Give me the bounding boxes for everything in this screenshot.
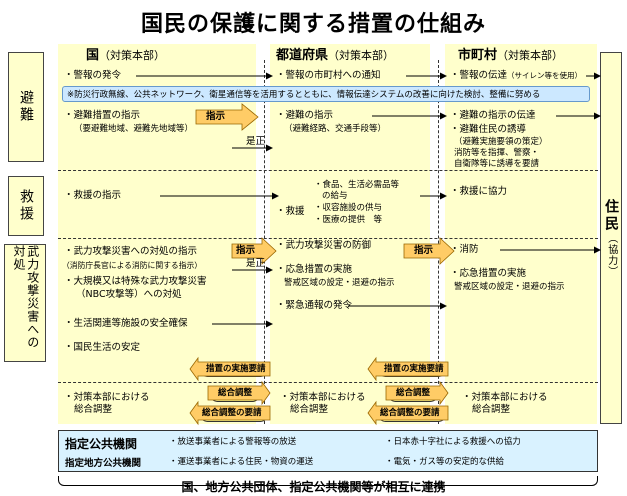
instruct-arrow-evac: [195, 103, 259, 131]
mun-evac-relay: ・避難の指示の伝達: [450, 110, 536, 121]
footer-text: 国、地方公共団体、指定公共機関等が相互に連携: [181, 480, 446, 494]
designated-subtitle: 指定地方公共機関: [65, 458, 142, 469]
request-arrow-2: [367, 356, 449, 382]
divider-evac-rescue: [58, 170, 598, 171]
instruct-label-armed-1: 指示: [236, 245, 256, 256]
side-label-evacuation: 避難: [8, 52, 44, 162]
designated-title: 指定公共機関: [65, 437, 138, 451]
instruct-label-armed-2: 指示: [414, 245, 434, 256]
national-header: 国（対策本部）: [86, 48, 166, 63]
coord-arrow-2: [385, 380, 449, 406]
footer-bracket: [58, 476, 598, 486]
pref-rescue-item-1: ・食品、生活必需品等: [314, 180, 400, 190]
designated-item-1: ・放送事業者による警報等の放送: [169, 437, 297, 447]
request-coord-label-1: 総合調整の要請: [202, 408, 262, 418]
side-label-armed-attack: 武力攻撃災害への対処: [4, 244, 46, 362]
request-measures-label-2: 措置の実施要請: [384, 364, 444, 374]
mun-emergency-measures-sub: 警戒区域の設定・退避の指示: [454, 282, 565, 292]
pref-emergency-measures-sub: 警戒区域の設定・退避の指示: [284, 278, 395, 288]
instruct-label-evac: 指示: [206, 111, 226, 122]
mun-rescue-cooperate: ・救援に協力: [450, 186, 508, 197]
pref-warning-notify: ・警報の市町村への通知: [276, 70, 381, 81]
municipal-header: 市町村（対策本部）: [458, 48, 564, 63]
nat-rescue-instruction: ・救援の指示: [64, 190, 122, 201]
pref-emergency-measures: ・応急措置の実施: [276, 264, 353, 275]
coord-arrow-1: [207, 380, 271, 406]
prefecture-column: [270, 44, 430, 424]
pref-rescue-item-2: の給与: [322, 191, 348, 201]
nat-warning-issue: ・警報の発令: [64, 70, 122, 81]
nat-large-scale: ・大規模又は特殊な武力攻撃災害: [64, 276, 207, 287]
mun-evac-guide-sub2: 消防等を指揮、警察・: [454, 148, 540, 158]
pref-rescue-item-3: ・収容施設の供与: [314, 203, 383, 213]
pref-evac-instruction-sub: （避難経路、交通手段等）: [284, 124, 387, 134]
designated-item-2: ・日本赤十字社による救援への協力: [385, 437, 521, 447]
pref-emergency-notice: ・緊急通報の発令: [276, 300, 353, 311]
pref-rescue-item-4: ・医療の提供 等: [314, 215, 383, 225]
national-column: [58, 44, 256, 424]
pref-evac-instruction: ・避難の指示: [276, 110, 334, 121]
nat-facility-safety: ・生活関連等施設の安全確保: [64, 318, 188, 329]
mun-evac-guide: ・避難住民の誘導: [450, 124, 527, 135]
pref-rescue: ・救援: [276, 206, 305, 217]
pref-armed-defense: ・武力攻撃災害の防御: [276, 240, 372, 251]
nat-coord: ・対策本部における総合調整: [64, 392, 150, 415]
designated-item-3: ・運送事業者による住民・物資の運送: [169, 457, 314, 467]
divider-prefecture-municipal: [438, 60, 439, 424]
coord-label-2: 総合調整: [396, 388, 431, 398]
prefecture-header: 都道府県（対策本部）: [276, 48, 395, 63]
request-coord-label-2: 総合調整の要請: [380, 408, 440, 418]
nat-evac-measures: ・避難措置の指示: [64, 110, 141, 121]
correct-label-armed: 是正: [246, 258, 266, 269]
nat-life-stability: ・国民生活の安定: [64, 342, 141, 353]
designated-institutions-box: 指定公共機関 指定地方公共機関 ・放送事業者による警報等の放送 ・日本赤十字社に…: [58, 430, 598, 472]
instruct-arrow-armed-2: [403, 237, 455, 265]
side-label-residents: 住民 （協力）: [600, 52, 622, 424]
side-label-rescue: 救援: [8, 176, 44, 236]
note-info-system: ※防災行政無線、公共ネットワーク、衛星通信等を活用するとともに、情報伝達システム…: [62, 86, 590, 102]
coord-label-1: 総合調整: [218, 388, 253, 398]
nat-evac-measures-sub: （要避難地域、避難先地域等）: [74, 124, 194, 134]
mun-evac-guide-sub1: （避難実施要領の策定）: [454, 137, 548, 147]
correct-label-evac: 是正: [246, 136, 266, 147]
instruct-arrow-armed-1: [231, 237, 277, 265]
page-title: 国民の保護に関する措置の仕組み: [140, 12, 486, 37]
nat-armed-instruction-sub: （消防庁長官による消防に関する指示）: [62, 261, 203, 270]
mun-firefighting: ・消防: [450, 244, 479, 255]
mun-emergency-measures: ・応急措置の実施: [450, 268, 527, 279]
request-coord-arrow-1: [189, 400, 271, 426]
designated-item-4: ・電気・ガス等の安定的な供給: [385, 457, 505, 467]
pref-coord: ・対策本部における総合調整: [280, 392, 366, 415]
nat-armed-instruction: ・武力攻撃災害への対処の指示: [64, 246, 198, 257]
request-measures-label-1: 措置の実施要請: [206, 364, 266, 374]
divider-armed-coord: [58, 382, 598, 383]
municipal-column: [445, 44, 597, 424]
mun-warning-relay: ・警報の伝達（サイレン等を使用）: [450, 70, 583, 81]
nat-large-scale-b: （NBC攻撃等）への対処: [76, 289, 182, 300]
request-coord-arrow-2: [367, 400, 449, 426]
mun-coord: ・対策本部における総合調整: [462, 392, 548, 415]
request-arrow-1: [189, 356, 271, 382]
mun-evac-guide-sub3: 自衛隊等に誘導を要請: [454, 159, 540, 169]
divider-rescue-armed: [58, 238, 598, 239]
